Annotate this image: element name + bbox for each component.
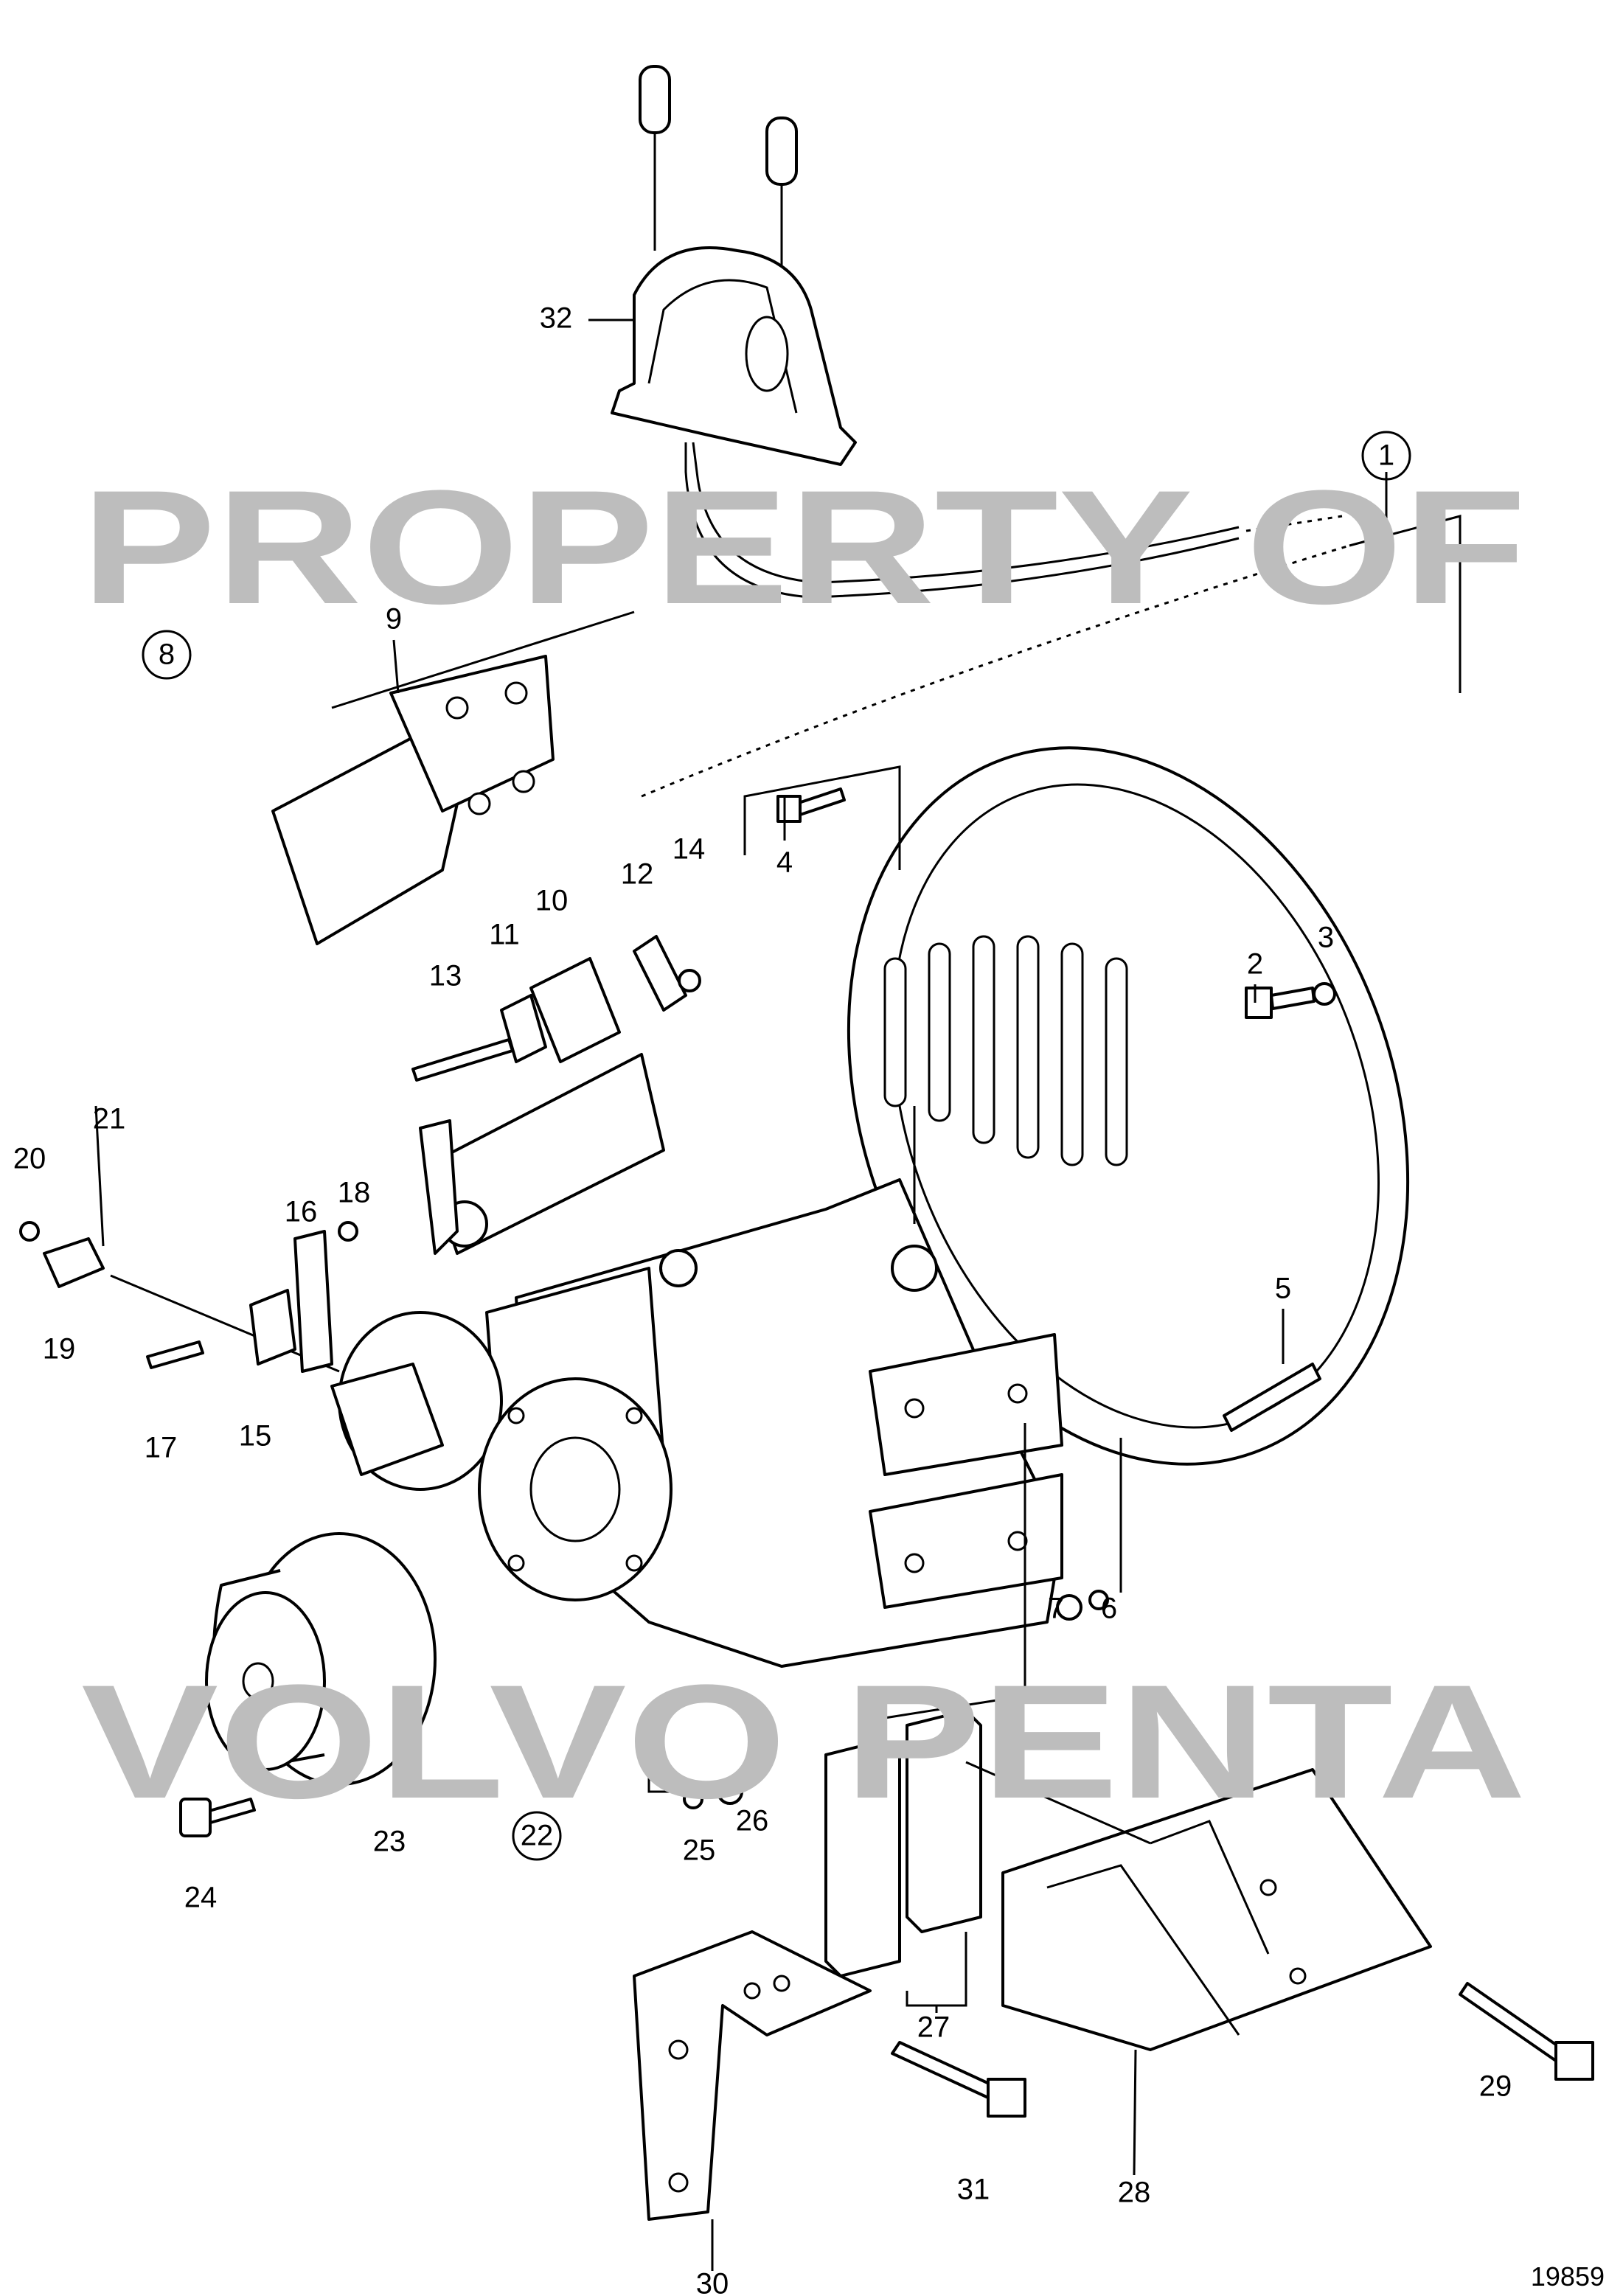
callout-circle-1 bbox=[1361, 431, 1411, 481]
callout-32: 32 bbox=[540, 302, 573, 335]
callout-20: 20 bbox=[13, 1143, 46, 1175]
callout-11: 11 bbox=[489, 919, 520, 951]
callouts: 1 2 3 4 5 6 7 8 9 10 11 12 13 14 15 16 1… bbox=[13, 302, 1512, 2296]
callout-2: 2 bbox=[1247, 948, 1263, 981]
fasteners bbox=[683, 787, 1594, 2118]
callout-31: 31 bbox=[957, 2174, 990, 2206]
callout-24: 24 bbox=[184, 1882, 218, 1914]
linkage-parts bbox=[411, 935, 701, 1255]
mounting-parts bbox=[633, 1709, 1432, 2221]
callout-18: 18 bbox=[338, 1177, 371, 1209]
callout-25: 25 bbox=[683, 1834, 716, 1867]
callout-27: 27 bbox=[917, 2011, 950, 2044]
callout-5: 5 bbox=[1275, 1273, 1291, 1305]
shift-rod-parts bbox=[19, 1105, 358, 1373]
callout-30: 30 bbox=[696, 2268, 729, 2296]
callout-1: 1 bbox=[1378, 439, 1394, 472]
callout-16: 16 bbox=[285, 1196, 318, 1228]
callout-14: 14 bbox=[673, 833, 706, 866]
callout-26: 26 bbox=[736, 1805, 769, 1837]
callout-circle-8 bbox=[142, 630, 192, 680]
callout-15: 15 bbox=[239, 1420, 272, 1453]
callout-10: 10 bbox=[535, 885, 569, 917]
callout-8: 8 bbox=[159, 639, 175, 671]
gearbox-housing bbox=[330, 746, 1410, 1668]
callout-13: 13 bbox=[429, 960, 462, 992]
callout-19: 19 bbox=[43, 1333, 76, 1366]
callout-17: 17 bbox=[145, 1432, 178, 1464]
callout-29: 29 bbox=[1479, 2070, 1512, 2103]
watermark: PROPERTY OF VOLVO PENTA bbox=[81, 456, 1526, 1832]
callout-3: 3 bbox=[1318, 922, 1334, 954]
callout-12: 12 bbox=[621, 858, 654, 891]
callout-6: 6 bbox=[1101, 1593, 1117, 1625]
drawing-reference-number: 19859 bbox=[1531, 2261, 1605, 2292]
callout-21: 21 bbox=[93, 1103, 126, 1135]
cable-bracket bbox=[271, 544, 1350, 945]
watermark-line-2: VOLVO PENTA bbox=[81, 1651, 1526, 1832]
callout-9: 9 bbox=[386, 603, 402, 636]
callout-22: 22 bbox=[521, 1820, 554, 1852]
control-lever-unit bbox=[611, 65, 1343, 599]
watermark-line-1: PROPERTY OF bbox=[81, 456, 1526, 638]
callout-23: 23 bbox=[373, 1826, 406, 1858]
callout-7: 7 bbox=[1048, 1593, 1064, 1625]
callout-4: 4 bbox=[776, 846, 793, 879]
callout-circle-22 bbox=[512, 1811, 562, 1861]
leader-lines bbox=[392, 319, 1462, 2271]
callout-28: 28 bbox=[1118, 2177, 1151, 2209]
coupling-flange bbox=[179, 1532, 437, 1837]
